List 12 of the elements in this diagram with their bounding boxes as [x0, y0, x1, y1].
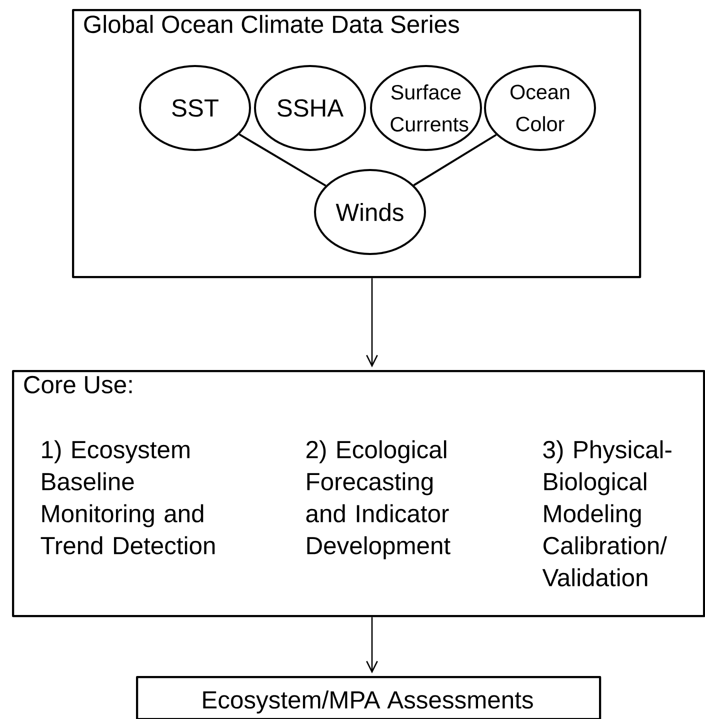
box-title: Global Ocean Climate Data Series	[84, 14, 459, 34]
list-item: 2) Ecological Forecasting and Indicator Development	[306, 440, 450, 560]
result-box: Ecosystem/MPA Assessments	[136, 676, 602, 719]
group-box	[72, 9, 642, 278]
connector-line	[413, 134, 497, 186]
arrow	[366, 278, 378, 368]
connector-line	[238, 133, 326, 187]
group-box	[12, 370, 705, 618]
arrow	[366, 617, 378, 674]
list-item: 1) Ecosystem Baseline Monitoring and Trend Detection	[40, 440, 215, 554]
list-item: 3) Physical-Biological Modeling Calibration/ Validation	[542, 440, 672, 586]
box-title: Core Use:	[24, 376, 132, 394]
